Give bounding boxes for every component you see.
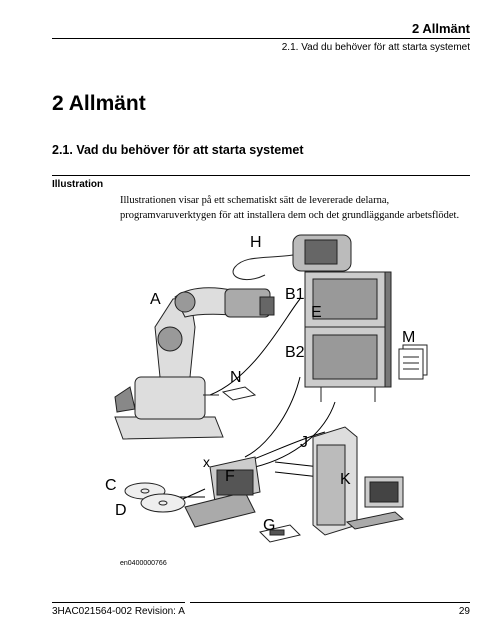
footer-divider-gap [185, 599, 190, 605]
callout-d: D [115, 502, 127, 519]
header-divider [52, 38, 470, 39]
footer-divider [52, 602, 470, 603]
pc-drawing [312, 426, 405, 536]
callout-e: E [311, 304, 322, 321]
section-heading: 2.1. Vad du behöver för att starta syste… [52, 143, 304, 157]
header-section-title: 2.1. Vad du behöver för att starta syste… [281, 42, 470, 53]
callout-g: G [263, 517, 275, 534]
callout-n: N [230, 369, 242, 386]
callout-b1: B1 [285, 286, 305, 303]
footer-document-id: 3HAC021564-002 Revision: A [52, 606, 185, 617]
figure-id: en0400000766 [120, 560, 167, 567]
callout-m: M [402, 329, 415, 346]
flexpendant-drawing [232, 234, 352, 280]
callout-x: x [203, 454, 210, 470]
callout-j: J [300, 434, 308, 451]
callout-k: K [340, 471, 351, 488]
footer-page-number: 29 [458, 606, 470, 617]
manuals-drawing [398, 344, 428, 380]
chapter-heading: 2 Allmänt [52, 92, 146, 115]
section-divider [52, 175, 470, 176]
illustration-description: Illustrationen visar på ett schematiskt … [120, 195, 460, 221]
illustration-label: Illustration [52, 179, 104, 190]
document-drawing [203, 386, 257, 401]
disk-drawing [259, 524, 301, 543]
callout-c: C [105, 477, 117, 494]
callout-b2: B2 [285, 344, 305, 361]
header-chapter-title: 2 Allmänt [411, 21, 470, 36]
cable-robot-controller [209, 298, 301, 396]
laptop-drawing [184, 456, 261, 528]
callout-a: A [150, 291, 161, 308]
callout-h: H [250, 234, 262, 251]
callout-f: F [225, 468, 235, 485]
cd-drawing [124, 482, 186, 513]
robot-arm-drawing [114, 287, 275, 440]
system-overview-illustration: A B1 B2 C D E F G H J K M N x [105, 234, 428, 543]
controller-cabinet-drawing [304, 271, 392, 402]
